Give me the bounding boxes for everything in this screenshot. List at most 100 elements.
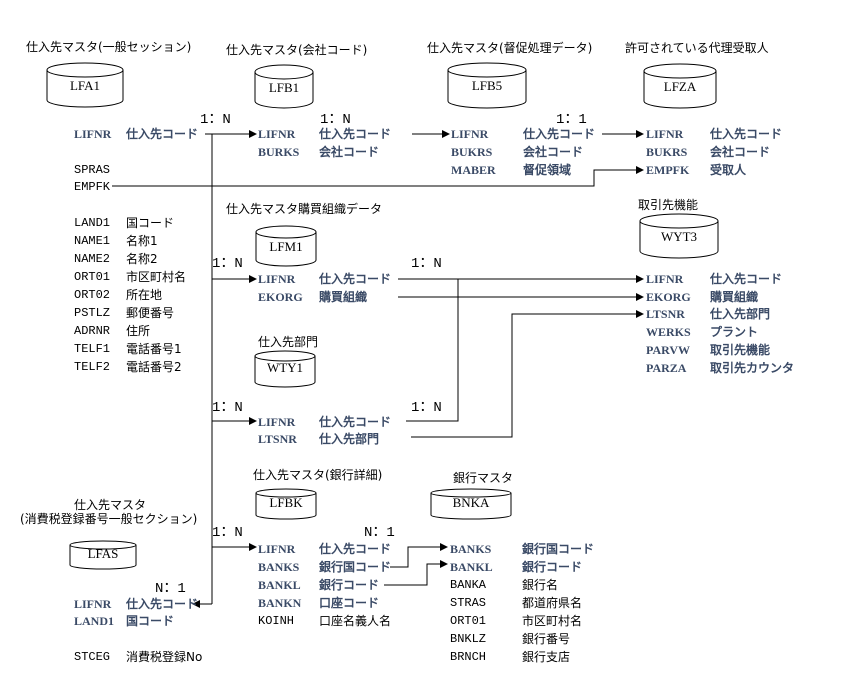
field-name: BANKL	[450, 560, 493, 574]
field-desc: 銀行コード	[319, 578, 380, 592]
line-lfbk-bnka-banks	[390, 543, 448, 568]
field-desc: 銀行番号	[522, 632, 571, 646]
cardinality-lfa1-lfbk: 1：N	[212, 525, 243, 541]
database-icon	[430, 488, 512, 520]
field-name: SPRAS	[74, 163, 111, 177]
cardinality-lfm1-wyt3: 1：N	[411, 256, 442, 272]
field-name: TELF2	[74, 360, 111, 374]
line-lfbk-bnka-bankl	[384, 560, 448, 586]
field-name: PSTLZ	[74, 306, 111, 320]
field-name: BANKN	[258, 596, 302, 610]
database-icon	[254, 350, 316, 388]
field-name: PARZA	[646, 361, 687, 375]
field-desc: 仕入先コード	[319, 415, 392, 429]
field-name: BUKRS	[646, 145, 688, 159]
field-name: BRNCH	[450, 650, 487, 664]
field-name: BANKS	[450, 542, 492, 556]
field-name: TELF1	[74, 342, 111, 356]
field-name: KOINH	[258, 614, 295, 628]
table-cylinder-lfb1[interactable]: LFB1	[254, 64, 314, 109]
field-name: NAME2	[74, 252, 111, 266]
field-name: MABER	[451, 163, 496, 177]
field-desc: 電話番号1	[126, 342, 182, 356]
field-name: NAME1	[74, 234, 111, 248]
cardinality-lfb1-lfb5: 1：N	[320, 112, 351, 128]
table-name: LFB5	[471, 78, 503, 93]
field-name: ADRNR	[74, 324, 111, 338]
field-desc: 仕入先コード	[319, 127, 392, 141]
table-name: LFB1	[268, 80, 300, 95]
field-desc: 仕入先コード	[319, 272, 392, 286]
cardinality-lfb5-lfza: 1：1	[556, 112, 587, 128]
field-name: LIFNR	[258, 272, 296, 286]
field-desc: 会社コード	[523, 145, 584, 159]
field-desc: 仕入先コード	[319, 542, 392, 556]
field-desc: 市区町村名	[522, 614, 583, 628]
field-desc: 銀行国コード	[319, 560, 392, 574]
field-desc: 銀行名	[522, 578, 559, 592]
table-cylinder-lfas[interactable]: LFAS	[69, 540, 137, 570]
table-title-lfas-line1: 仕入先マスタ	[74, 498, 147, 512]
database-icon	[643, 63, 717, 109]
table-cylinder-lfm1[interactable]: LFM1	[255, 225, 317, 267]
field-desc: 仕入先コード	[126, 127, 199, 141]
field-desc: 国コード	[126, 614, 175, 628]
field-name: ORT01	[450, 614, 487, 628]
table-title-wyt3: 取引先機能	[638, 198, 699, 212]
field-name: BNKLZ	[450, 632, 487, 646]
field-desc: 取引先カウンタ	[710, 361, 795, 375]
database-icon	[255, 488, 317, 520]
field-name: BUKRS	[451, 145, 493, 159]
field-name: WERKS	[646, 325, 691, 339]
table-cylinder-lfa1[interactable]: LFA1	[46, 62, 124, 108]
table-cylinder-wty1[interactable]: WTY1	[254, 350, 316, 388]
table-cylinder-wyt3[interactable]: WYT3	[639, 213, 719, 259]
table-title-lfa1: 仕入先マスタ(一般セッション)	[26, 40, 192, 54]
field-desc: 電話番号2	[126, 360, 182, 374]
cardinality-lfbk-bnka: N：1	[364, 525, 395, 541]
field-name: LIFNR	[258, 127, 296, 141]
cardinality-lfa1-wty1: 1：N	[212, 400, 243, 416]
field-desc: 仕入先コード	[126, 597, 199, 611]
cardinality-lfa1-lfb1: 1：N	[200, 112, 231, 128]
field-name: EMPFK	[646, 163, 690, 177]
field-name: LAND1	[74, 216, 111, 230]
line-wty1-wyt3-ltsnr	[411, 310, 644, 438]
field-desc: 市区町村名	[126, 270, 187, 284]
field-desc: 名称1	[126, 234, 158, 248]
line-lfa1-lifnr-trunk	[205, 133, 213, 604]
database-icon	[255, 225, 317, 267]
field-desc: 銀行国コード	[522, 542, 595, 556]
table-title-lfm1: 仕入先マスタ購買組織データ	[226, 202, 383, 216]
table-cylinder-lfza[interactable]: LFZA	[643, 63, 717, 109]
field-name: LIFNR	[74, 597, 112, 611]
table-cylinder-lfb5[interactable]: LFB5	[447, 62, 527, 109]
field-name: LIFNR	[646, 127, 684, 141]
field-desc: 銀行コード	[522, 560, 583, 574]
field-desc: 仕入先コード	[710, 127, 783, 141]
field-name: EMPFK	[74, 180, 111, 194]
field-name: LTSNR	[646, 307, 685, 321]
field-name: LIFNR	[258, 415, 296, 429]
database-icon	[46, 62, 124, 108]
table-name: LFA1	[69, 78, 101, 93]
field-desc: 所在地	[126, 288, 163, 302]
field-desc: 国コード	[126, 216, 175, 230]
table-cylinder-bnka[interactable]: BNKA	[430, 488, 512, 520]
field-name: ORT01	[74, 270, 111, 284]
table-name: WYT3	[660, 229, 698, 244]
field-name: LIFNR	[74, 127, 112, 141]
field-desc: プラント	[710, 325, 759, 339]
cardinality-wty1-wyt3: 1：N	[411, 400, 442, 416]
field-name: LIFNR	[451, 127, 489, 141]
database-icon	[69, 540, 137, 570]
field-name: EKORG	[258, 290, 303, 304]
field-name: STRAS	[450, 596, 487, 610]
field-name: PARVW	[646, 343, 691, 357]
table-cylinder-lfbk[interactable]: LFBK	[255, 488, 317, 520]
field-desc: 名称2	[126, 252, 158, 266]
field-desc: 住所	[126, 324, 151, 338]
field-name: LIFNR	[258, 542, 296, 556]
field-name: LTSNR	[258, 432, 297, 446]
database-icon	[254, 64, 314, 109]
